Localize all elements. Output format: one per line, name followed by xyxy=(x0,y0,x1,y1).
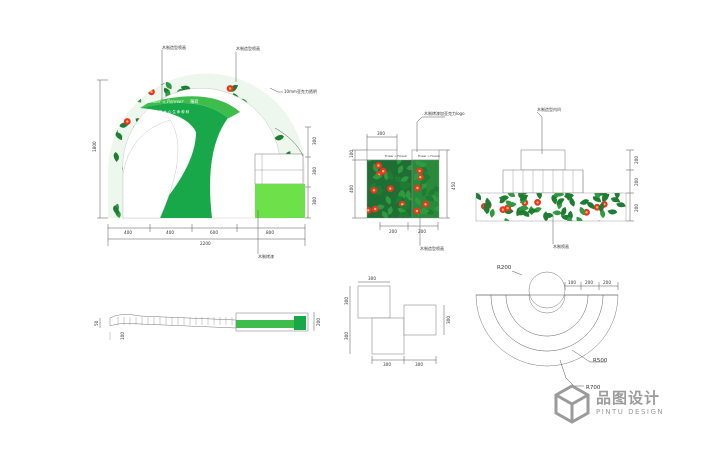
side-dim-right-3: 200 xyxy=(634,204,639,212)
tropical-leaf xyxy=(596,220,606,221)
box-dim-bottom-1: 200 xyxy=(389,229,397,234)
side-dim-right-1: 200 xyxy=(634,156,639,164)
callout-acrylic: 10mm亚克力透明 xyxy=(284,88,317,94)
tropical-leaf xyxy=(95,102,105,110)
tropical-leaf xyxy=(139,84,146,95)
box-callout-bottom: 木制造型喷画 xyxy=(420,245,444,251)
round-dim-top-1: 100 xyxy=(568,280,576,285)
dim-bottom-4: 800 xyxy=(266,230,274,235)
tropical-leaf xyxy=(121,104,129,114)
callout-paint: 木制烤漆 xyxy=(258,253,274,259)
plan-view-boxes: 300 300 300 300 300 300 xyxy=(344,276,451,367)
watermark-cn: 品图设计 xyxy=(596,389,660,407)
tropical-leaf xyxy=(481,220,492,221)
tropical-leaf xyxy=(108,121,111,132)
light-green-block xyxy=(255,184,305,218)
callout-top-print: 木制造型喷画 xyxy=(236,45,260,51)
tropical-leaf xyxy=(617,193,626,194)
tropical-leaf xyxy=(96,188,106,198)
front-elevation: Flower ∞ Forever 薄荷 山 谷 的 木 心 生 命 种 种 木制… xyxy=(92,44,317,259)
box-elevation: Flower ∞ Forever Flower ∞ Forever 木制烤漆加亚… xyxy=(349,110,465,251)
box-logo-right: Flower ∞ Forever xyxy=(418,154,441,158)
box-dim-top: 300 xyxy=(377,131,385,136)
tropical-leaf xyxy=(305,69,315,79)
callout-print: 木制造型喷画 xyxy=(162,44,186,50)
side-callout-top: 木制造型内凹 xyxy=(537,106,561,112)
box-dim-right: 450 xyxy=(451,182,456,190)
green-sweep-panel xyxy=(140,102,228,218)
box-dim-left-1: 100 xyxy=(349,150,354,158)
round-dim-top-3: 200 xyxy=(603,280,611,285)
box-left-print xyxy=(367,160,412,218)
radius-r700: R700 xyxy=(586,385,601,391)
box-dim-left-2: 400 xyxy=(349,185,354,193)
dim-right-1: 300 xyxy=(312,137,317,145)
brand-logo-cn: 薄荷 xyxy=(190,98,198,105)
plan-view-front: 50 100 200 xyxy=(94,312,321,340)
plan-box-dim-bottom-2: 300 xyxy=(415,362,423,367)
radius-r500: R500 xyxy=(593,358,608,364)
side-print-band xyxy=(476,193,626,221)
box-logo-left: Flower ∞ Forever xyxy=(385,154,408,158)
isometric-cube-logo-icon xyxy=(554,384,590,424)
tropical-leaf xyxy=(109,97,119,106)
round-dim-top-2: 200 xyxy=(585,280,593,285)
tropical-leaf xyxy=(97,160,107,168)
tropical-leaf xyxy=(124,81,135,91)
hibiscus-flower xyxy=(108,96,109,105)
side-elevation: 木制造型内凹 木制喷画 200 200 200 xyxy=(475,106,639,249)
hibiscus-flower xyxy=(108,129,115,139)
plan-box-dim-bottom-1: 300 xyxy=(383,362,391,367)
plan-front-dim-below: 100 xyxy=(120,332,125,340)
tropical-leaf xyxy=(128,91,137,99)
watermark-en: PINTU DESIGN xyxy=(596,408,664,416)
dim-right-3: 300 xyxy=(312,197,317,205)
plan-view-round: R200 R500 R700 100 200 200 xyxy=(475,265,619,391)
box-dim-bottom-2: 200 xyxy=(418,229,426,234)
box-callout-top: 木制烤漆加亚克力logo xyxy=(424,110,465,116)
plan-box-dim-left-2: 300 xyxy=(344,332,349,340)
plan-box-dim-left-1: 300 xyxy=(344,297,349,305)
box-right-print xyxy=(412,160,439,218)
dim-right-2: 300 xyxy=(312,167,317,175)
dim-bottom-3: 600 xyxy=(210,230,218,235)
tropical-leaf xyxy=(108,124,114,135)
radius-r200: R200 xyxy=(497,265,512,271)
plan-box-dim-top: 300 xyxy=(368,276,376,281)
plan-box-dim-right: 300 xyxy=(446,316,451,324)
tropical-leaf xyxy=(294,99,301,110)
brand-logo-script: Flower ∞ Forever xyxy=(145,99,185,104)
plan-front-dim-left: 50 xyxy=(94,320,99,326)
slogan-text: 山 谷 的 木 心 生 命 种 种 xyxy=(150,109,190,114)
hibiscus-flower xyxy=(113,73,122,82)
watermark: 品图设计 PINTU DESIGN xyxy=(554,384,664,424)
side-callout-bottom: 木制喷画 xyxy=(553,243,569,249)
dim-bottom-2: 400 xyxy=(166,230,174,235)
tropical-leaf xyxy=(288,76,298,87)
dim-height: 1800 xyxy=(92,141,97,152)
plan-front-dim-right: 200 xyxy=(316,318,321,326)
side-dim-right-2: 200 xyxy=(634,178,639,186)
dim-total: 2200 xyxy=(200,241,211,246)
dim-bottom-1: 400 xyxy=(124,230,132,235)
